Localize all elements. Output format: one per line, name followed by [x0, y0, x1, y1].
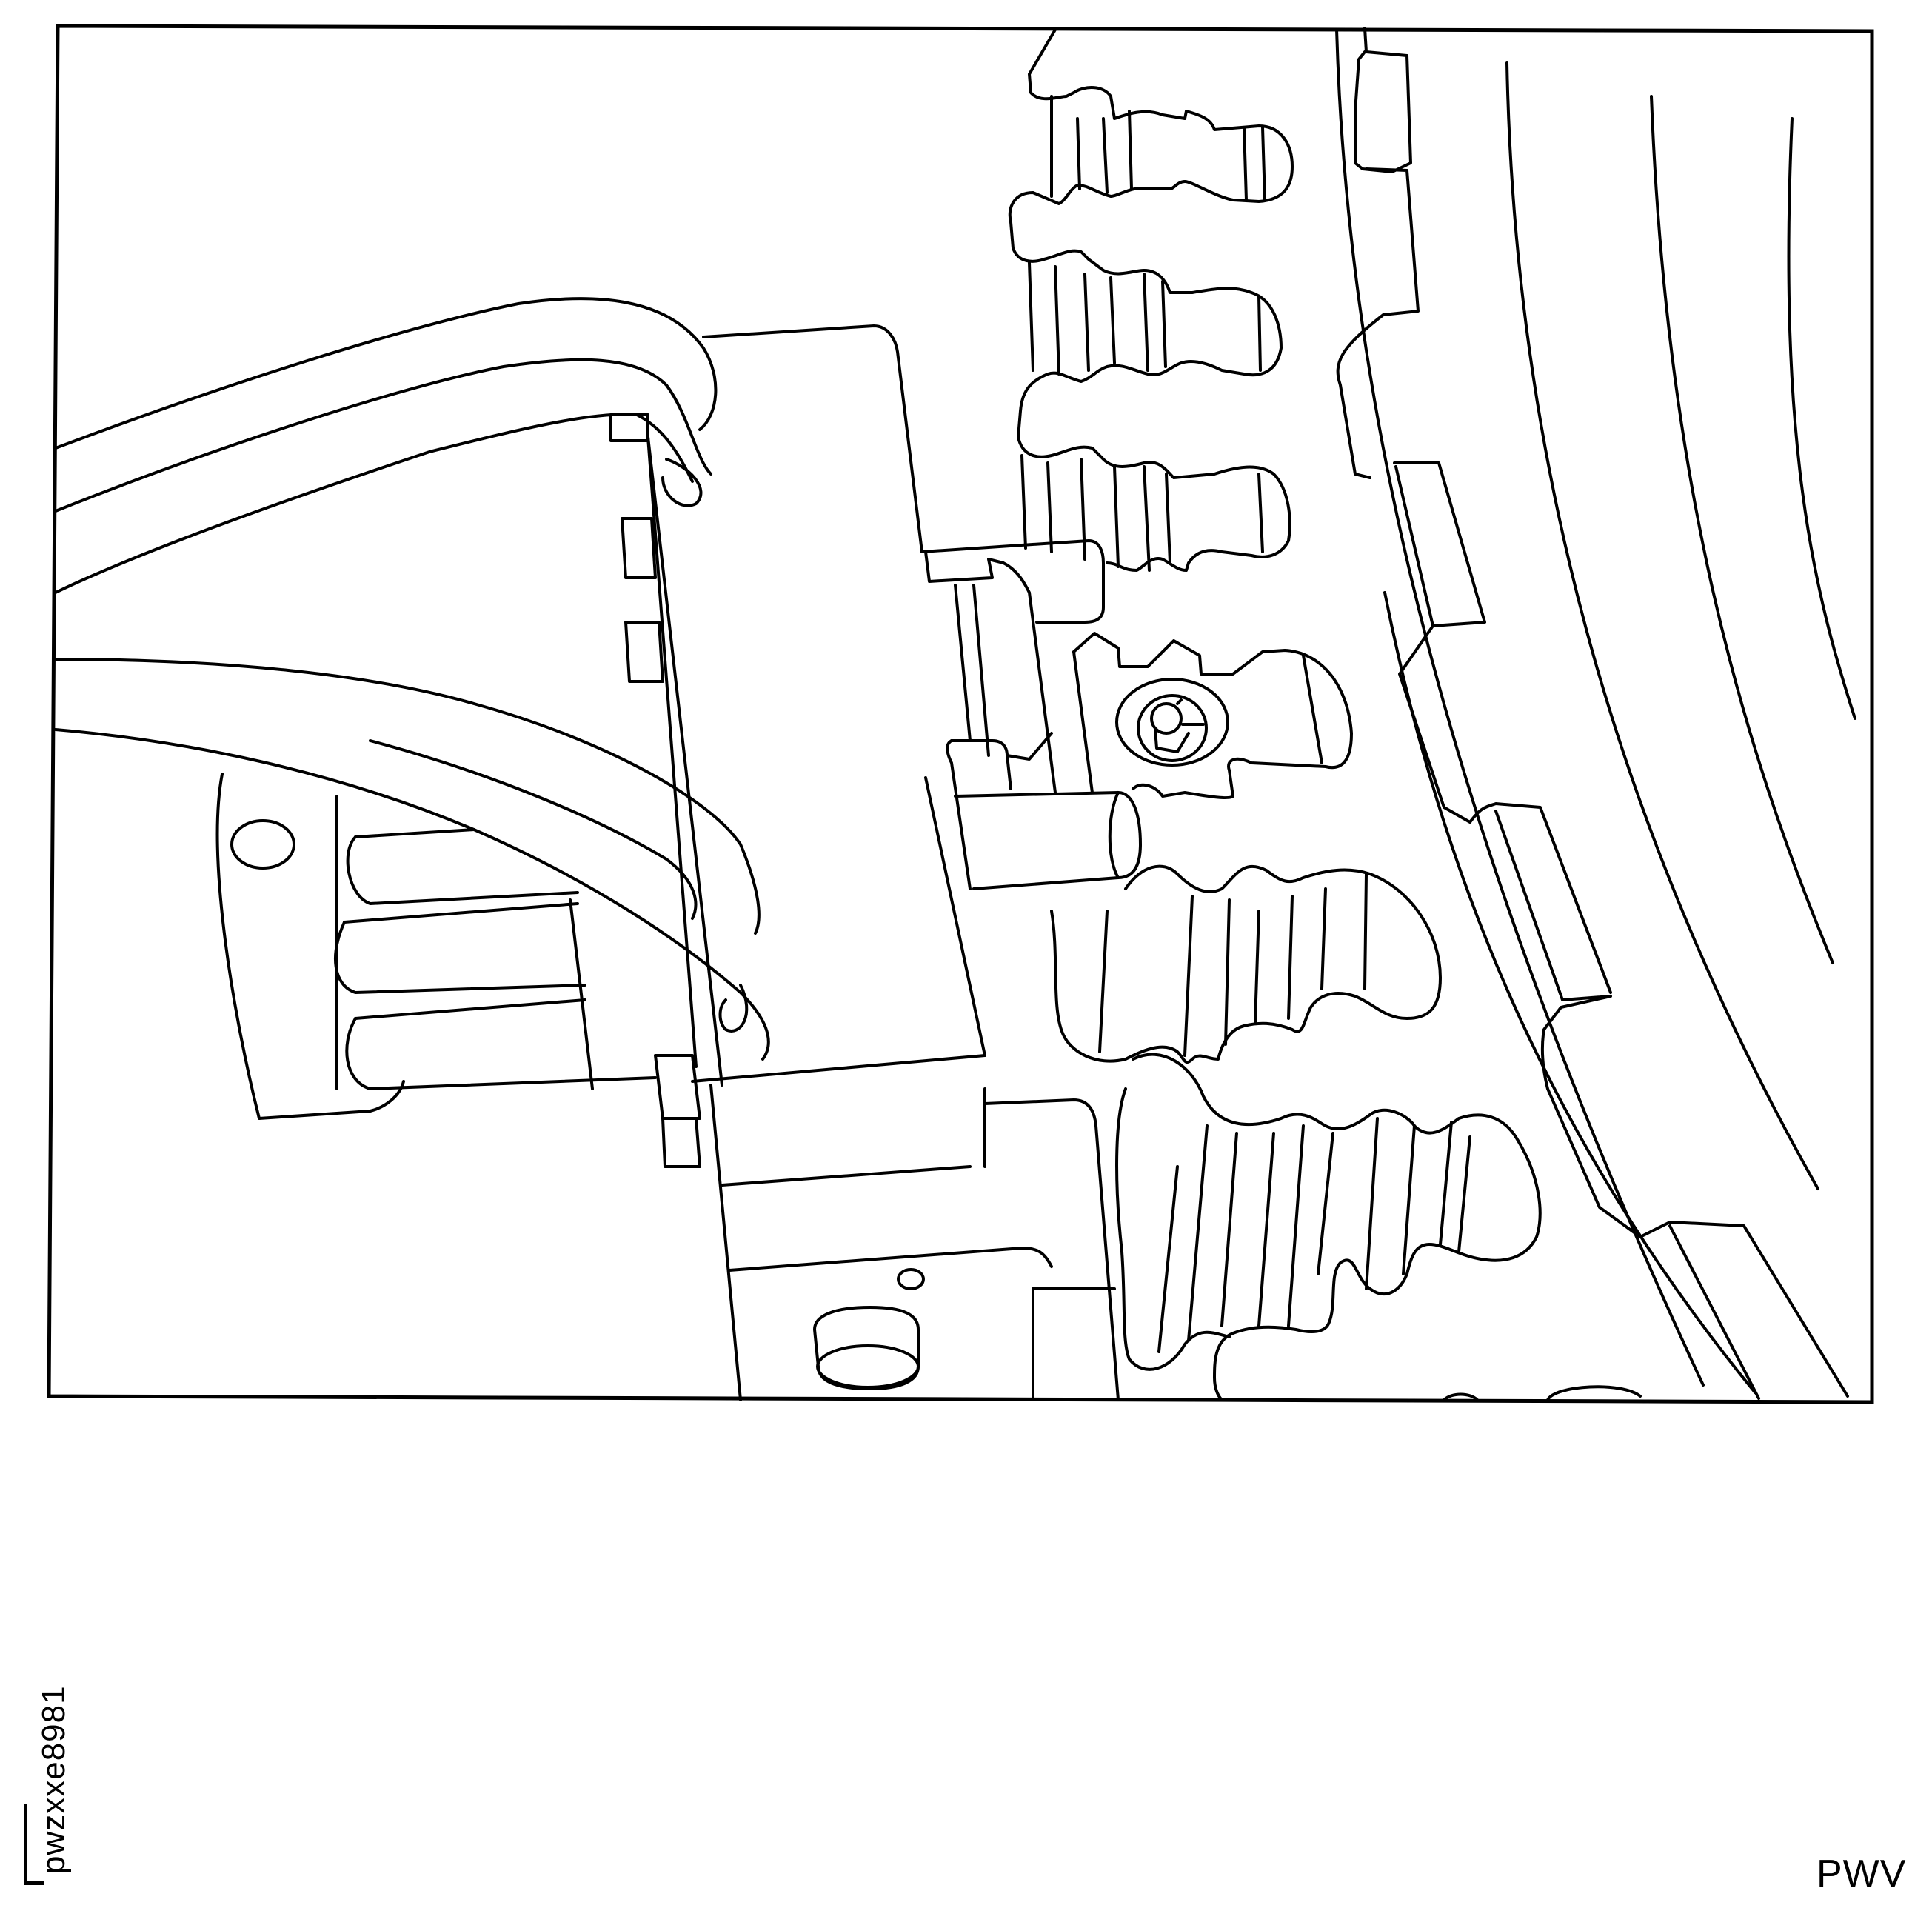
brake-hoses	[54, 297, 770, 1061]
ribbed-rotor	[1008, 28, 1294, 572]
mounting-bolt	[1072, 632, 1353, 800]
piston-housing	[215, 773, 657, 1120]
bottom-details	[813, 1268, 1642, 1401]
illustration-frame	[47, 24, 1874, 1404]
ribbed-rotor-lower	[1050, 864, 1542, 1401]
drum-outer-arcs	[1335, 27, 1856, 1400]
figure-id-bracket	[24, 1804, 44, 1885]
figure-id-label: pwzxxe8981	[36, 1685, 72, 1874]
caliper-body	[609, 324, 1120, 1401]
figure-code-label: PWV	[1816, 1852, 1907, 1895]
caliper-bracket	[920, 539, 1142, 890]
